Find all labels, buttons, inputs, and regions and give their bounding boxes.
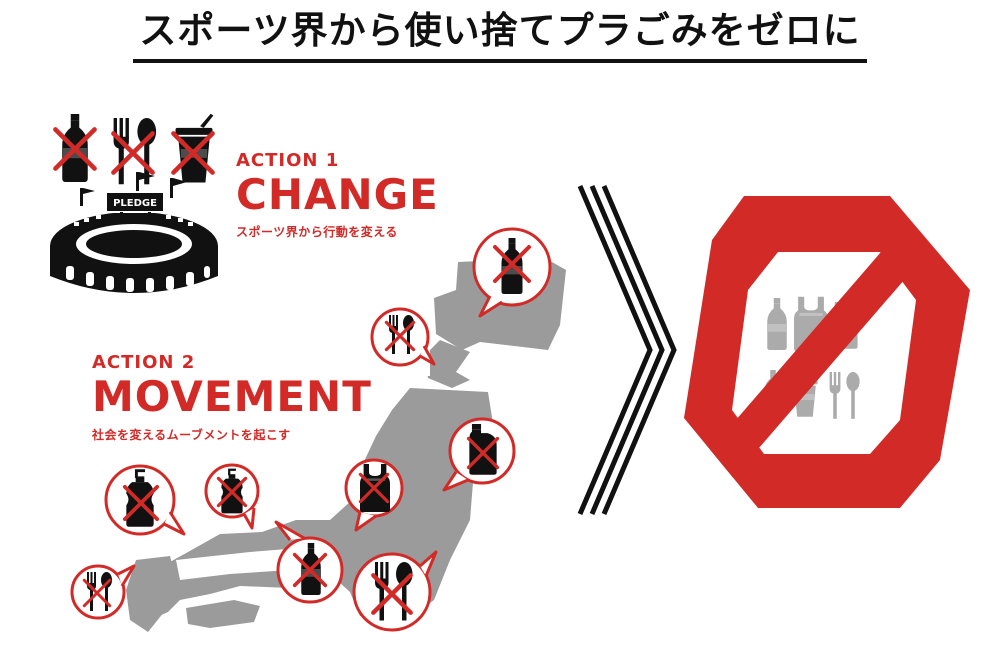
pledge-sign-text: PLEDGE [113, 198, 157, 209]
action1-subtitle: スポーツ界から行動を変える [236, 225, 398, 239]
action1-icons [55, 113, 214, 185]
speech-bubble-tokai [352, 550, 438, 632]
speech-bubble-hokkaido [472, 227, 552, 318]
action1-kicker: ACTION 1 [236, 150, 340, 171]
speech-bubble-kyushu [70, 564, 136, 620]
action2-kicker: ACTION 2 [92, 352, 196, 373]
arrow-chevrons [577, 185, 677, 515]
zero-symbol: 0 [0, 0, 970, 508]
speech-bubble-chugoku [204, 463, 260, 530]
action1-heading: CHANGE [236, 170, 439, 219]
zero-label: 0 [0, 0, 1, 1]
speech-bubble-kinki [274, 520, 344, 604]
speech-bubble-kanto [442, 417, 516, 492]
action2-heading: MOVEMENT [92, 372, 372, 421]
page-title-wrap: スポーツ界から使い捨てプラごみをゼロに [0, 9, 1000, 63]
speech-bubble-chubu [344, 458, 404, 532]
page-title: スポーツ界から使い捨てプラごみをゼロに [133, 9, 867, 63]
speech-bubble-tohoku [370, 307, 436, 367]
stadium-icon: PLEDGE [50, 172, 218, 293]
action2-subtitle: 社会を変えるムーブメントを起こす [92, 428, 291, 442]
cup-icon [175, 113, 214, 183]
speech-bubble-shikoku [104, 464, 186, 536]
